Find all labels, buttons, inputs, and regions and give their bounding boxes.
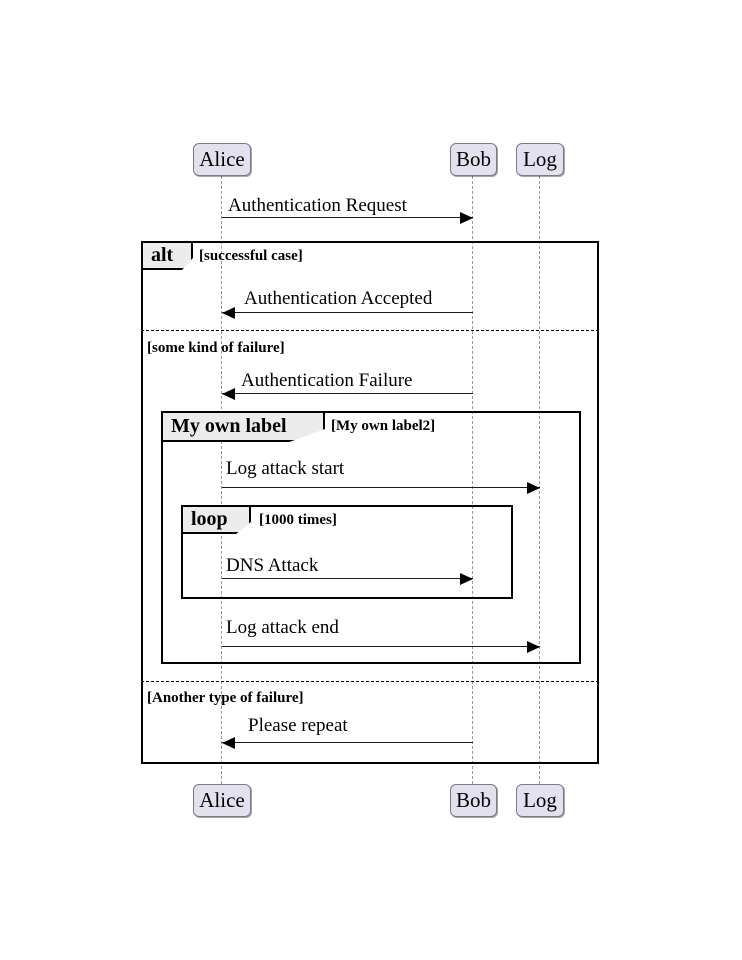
- fragment-condition-alt-1: [some kind of failure]: [147, 340, 285, 356]
- lifeline-bob: [472, 176, 474, 784]
- participant-bob-top[interactable]: Bob: [450, 143, 497, 176]
- fragment-operator-my-own-label: My own label: [163, 413, 325, 442]
- message-line-authentication-failure: [222, 393, 473, 394]
- message-line-log-attack-end: [222, 646, 540, 647]
- fragment-condition-my-own-label-0: [My own label2]: [331, 418, 436, 434]
- participant-bob-bottom[interactable]: Bob: [450, 784, 497, 817]
- arrow-head-log-attack-end: [527, 640, 540, 653]
- participant-alice-top[interactable]: Alice: [193, 143, 251, 176]
- message-line-authentication-accepted: [222, 312, 473, 313]
- arrow-head-authentication-request: [460, 211, 473, 224]
- message-label-authentication-request: Authentication Request: [228, 195, 407, 216]
- fragment-separator-alt-0: [141, 330, 599, 331]
- message-label-log-attack-end: Log attack end: [226, 617, 339, 638]
- message-label-dns-attack: DNS Attack: [226, 555, 319, 576]
- message-line-authentication-request: [222, 217, 473, 218]
- arrow-head-please-repeat: [222, 736, 235, 749]
- message-line-log-attack-start: [222, 487, 540, 488]
- fragment-condition-alt-2: [Another type of failure]: [147, 690, 304, 706]
- message-label-authentication-accepted: Authentication Accepted: [244, 288, 433, 309]
- lifeline-alice: [221, 176, 223, 784]
- arrow-head-authentication-accepted: [222, 306, 235, 319]
- participant-alice-bottom[interactable]: Alice: [193, 784, 251, 817]
- participant-log-bottom[interactable]: Log: [516, 784, 564, 817]
- fragment-condition-loop-0: [1000 times]: [259, 512, 337, 528]
- fragment-operator-loop: loop: [183, 507, 251, 534]
- arrow-head-authentication-failure: [222, 387, 235, 400]
- message-label-authentication-failure: Authentication Failure: [241, 370, 413, 391]
- arrow-head-dns-attack: [460, 572, 473, 585]
- arrow-head-log-attack-start: [527, 481, 540, 494]
- message-label-log-attack-start: Log attack start: [226, 458, 345, 479]
- message-line-please-repeat: [222, 742, 473, 743]
- fragment-frame-my-own-label: [161, 411, 581, 664]
- message-line-dns-attack: [222, 578, 473, 579]
- fragment-frame-alt: [141, 241, 599, 764]
- fragment-operator-alt: alt: [143, 243, 193, 270]
- participant-log-top[interactable]: Log: [516, 143, 564, 176]
- fragment-separator-alt-1: [141, 681, 599, 682]
- message-label-please-repeat: Please repeat: [248, 715, 348, 736]
- fragment-frame-loop: [181, 505, 513, 599]
- fragment-condition-alt-0: [successful case]: [199, 248, 303, 264]
- lifeline-log: [539, 176, 541, 784]
